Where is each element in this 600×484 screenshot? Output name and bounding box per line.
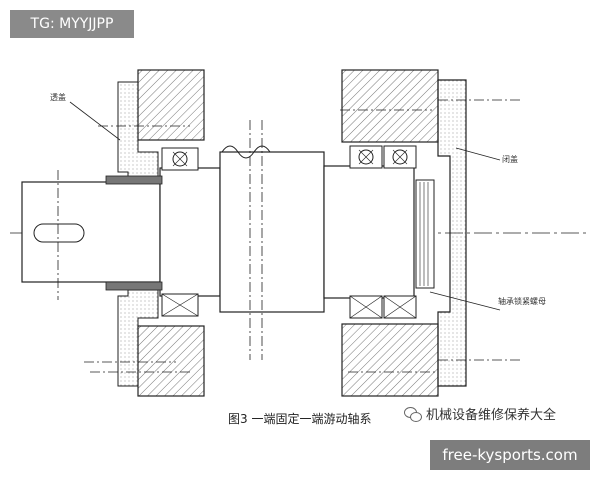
- label-right-cover: 闭盖: [502, 155, 518, 164]
- left-bearing-bottom: [161, 293, 199, 317]
- label-lock-nut: 轴承锁紧螺母: [498, 297, 546, 306]
- dash-lines: [57, 99, 520, 373]
- watermark-bottom[interactable]: free-kysports.com: [430, 440, 590, 470]
- seal-top: [105, 175, 163, 185]
- right-housing-top: [341, 69, 439, 143]
- left-housing-bottom: [137, 325, 205, 397]
- label-left-cover: 透盖: [50, 93, 66, 102]
- leader-right-cover: [455, 147, 501, 161]
- wechat-icon: [404, 406, 422, 422]
- shaft: [21, 145, 415, 313]
- right-bearing-bottom: [349, 295, 417, 319]
- brand-mark: 机械设备维修保养大全: [404, 404, 556, 423]
- right-housing-bottom: [341, 323, 439, 397]
- figure-caption: 图3 一端固定一端游动轴系: [228, 412, 372, 426]
- left-bearing-top: [161, 147, 199, 171]
- left-housing-top: [137, 69, 205, 141]
- right-closed-cover: [437, 79, 467, 387]
- leader-nut: [429, 291, 501, 311]
- seal-bottom: [105, 281, 163, 291]
- brand-text: 机械设备维修保养大全: [426, 408, 557, 423]
- leader-left-cover: [69, 101, 121, 141]
- lock-nut: [415, 179, 435, 289]
- watermark-top: TG: MYYJJPP: [10, 10, 134, 38]
- right-bearing-top: [349, 145, 417, 169]
